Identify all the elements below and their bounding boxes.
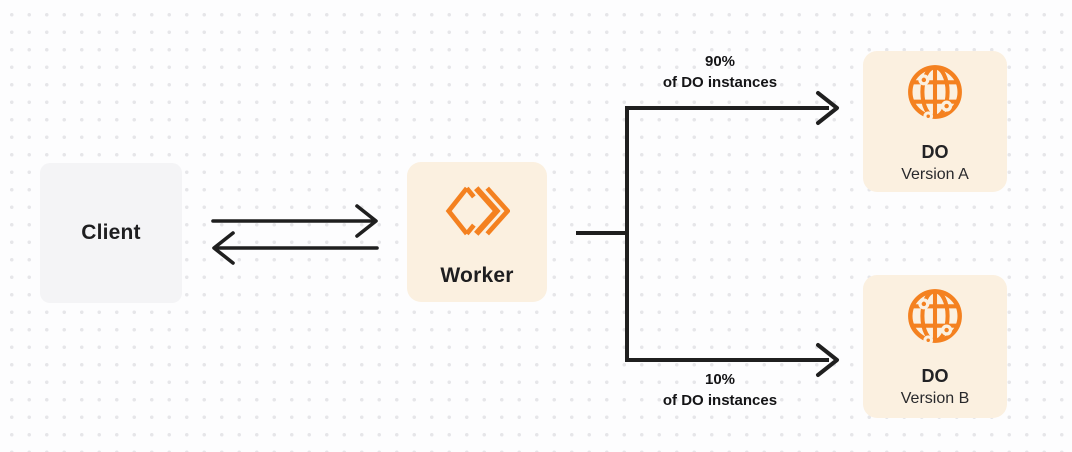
bottom-branch-label: 10% of DO instances	[620, 369, 820, 411]
do-a-title: DO	[921, 142, 949, 162]
arrowhead-to-do-a	[816, 91, 839, 125]
worker-label: Worker	[440, 264, 514, 287]
do-version-b-node: DO Version B	[863, 275, 1007, 418]
globe-icon	[908, 289, 962, 346]
arrowhead-to-do-b	[816, 343, 839, 377]
workers-chevrons-icon	[445, 186, 510, 236]
top-branch-percent: 90%	[704, 53, 736, 70]
top-branch-label: 90% of DO instances	[620, 51, 820, 93]
do-b-title: DO	[921, 366, 949, 386]
arrow-worker-to-client	[212, 231, 379, 265]
do-version-a-node: DO Version A	[863, 51, 1007, 192]
globe-icon	[908, 65, 962, 122]
bottom-branch-caption: of DO instances	[662, 392, 778, 409]
client-node: Client	[40, 163, 182, 303]
client-label: Client	[81, 221, 141, 244]
branch-lines	[576, 106, 829, 362]
worker-node: Worker	[407, 162, 547, 302]
do-a-subtitle: Version A	[901, 166, 969, 183]
top-branch-caption: of DO instances	[662, 74, 778, 91]
bottom-branch-percent: 10%	[704, 371, 736, 388]
arrow-client-to-worker	[211, 204, 378, 238]
do-b-subtitle: Version B	[900, 390, 970, 407]
